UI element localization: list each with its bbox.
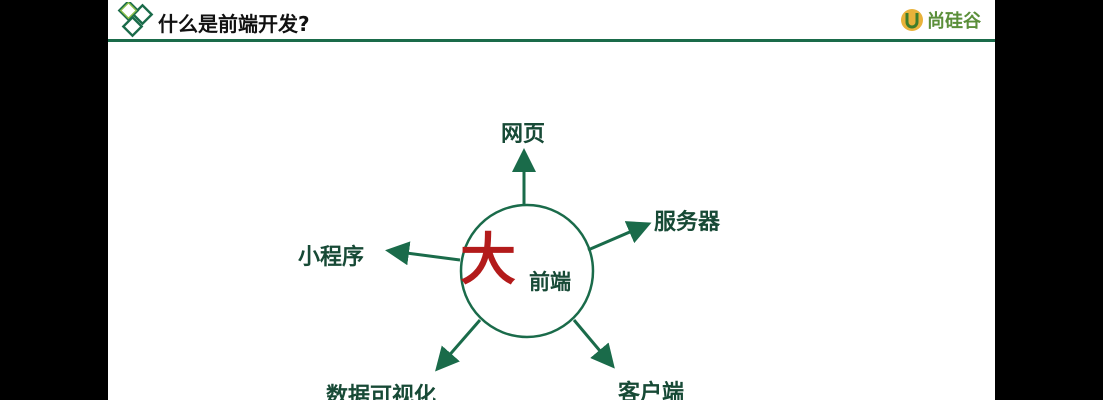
node-dataviz: 数据可视化 xyxy=(326,384,437,400)
diamond-logo-icon xyxy=(117,2,154,38)
diagram-canvas xyxy=(385,148,652,372)
slide-header: 什么是前端开发? 尚硅谷 xyxy=(108,0,995,42)
center-sub-text: 前端 xyxy=(529,270,571,294)
center-circle xyxy=(459,203,595,339)
arrow-to-server xyxy=(587,221,652,252)
slide: 什么是前端开发? 尚硅谷 大 前端 网页 服务器 小程序 数据可视化 客户端 xyxy=(108,0,995,400)
node-miniprogram: 小程序 xyxy=(298,245,365,270)
arrow-to-miniprogram xyxy=(385,241,461,266)
page-title: 什么是前端开发? xyxy=(158,12,310,36)
node-client: 客户端 xyxy=(618,381,685,400)
arrow-to-client xyxy=(572,319,615,369)
brand-mark-icon xyxy=(901,9,923,31)
arrow-to-dataviz xyxy=(435,319,482,372)
center-big-char: 大 xyxy=(460,227,516,293)
brand-logo: 尚硅谷 xyxy=(899,6,981,34)
node-server: 服务器 xyxy=(654,210,721,235)
header-divider xyxy=(108,39,995,42)
node-webpage: 网页 xyxy=(501,122,546,147)
brand-name: 尚硅谷 xyxy=(927,11,981,32)
